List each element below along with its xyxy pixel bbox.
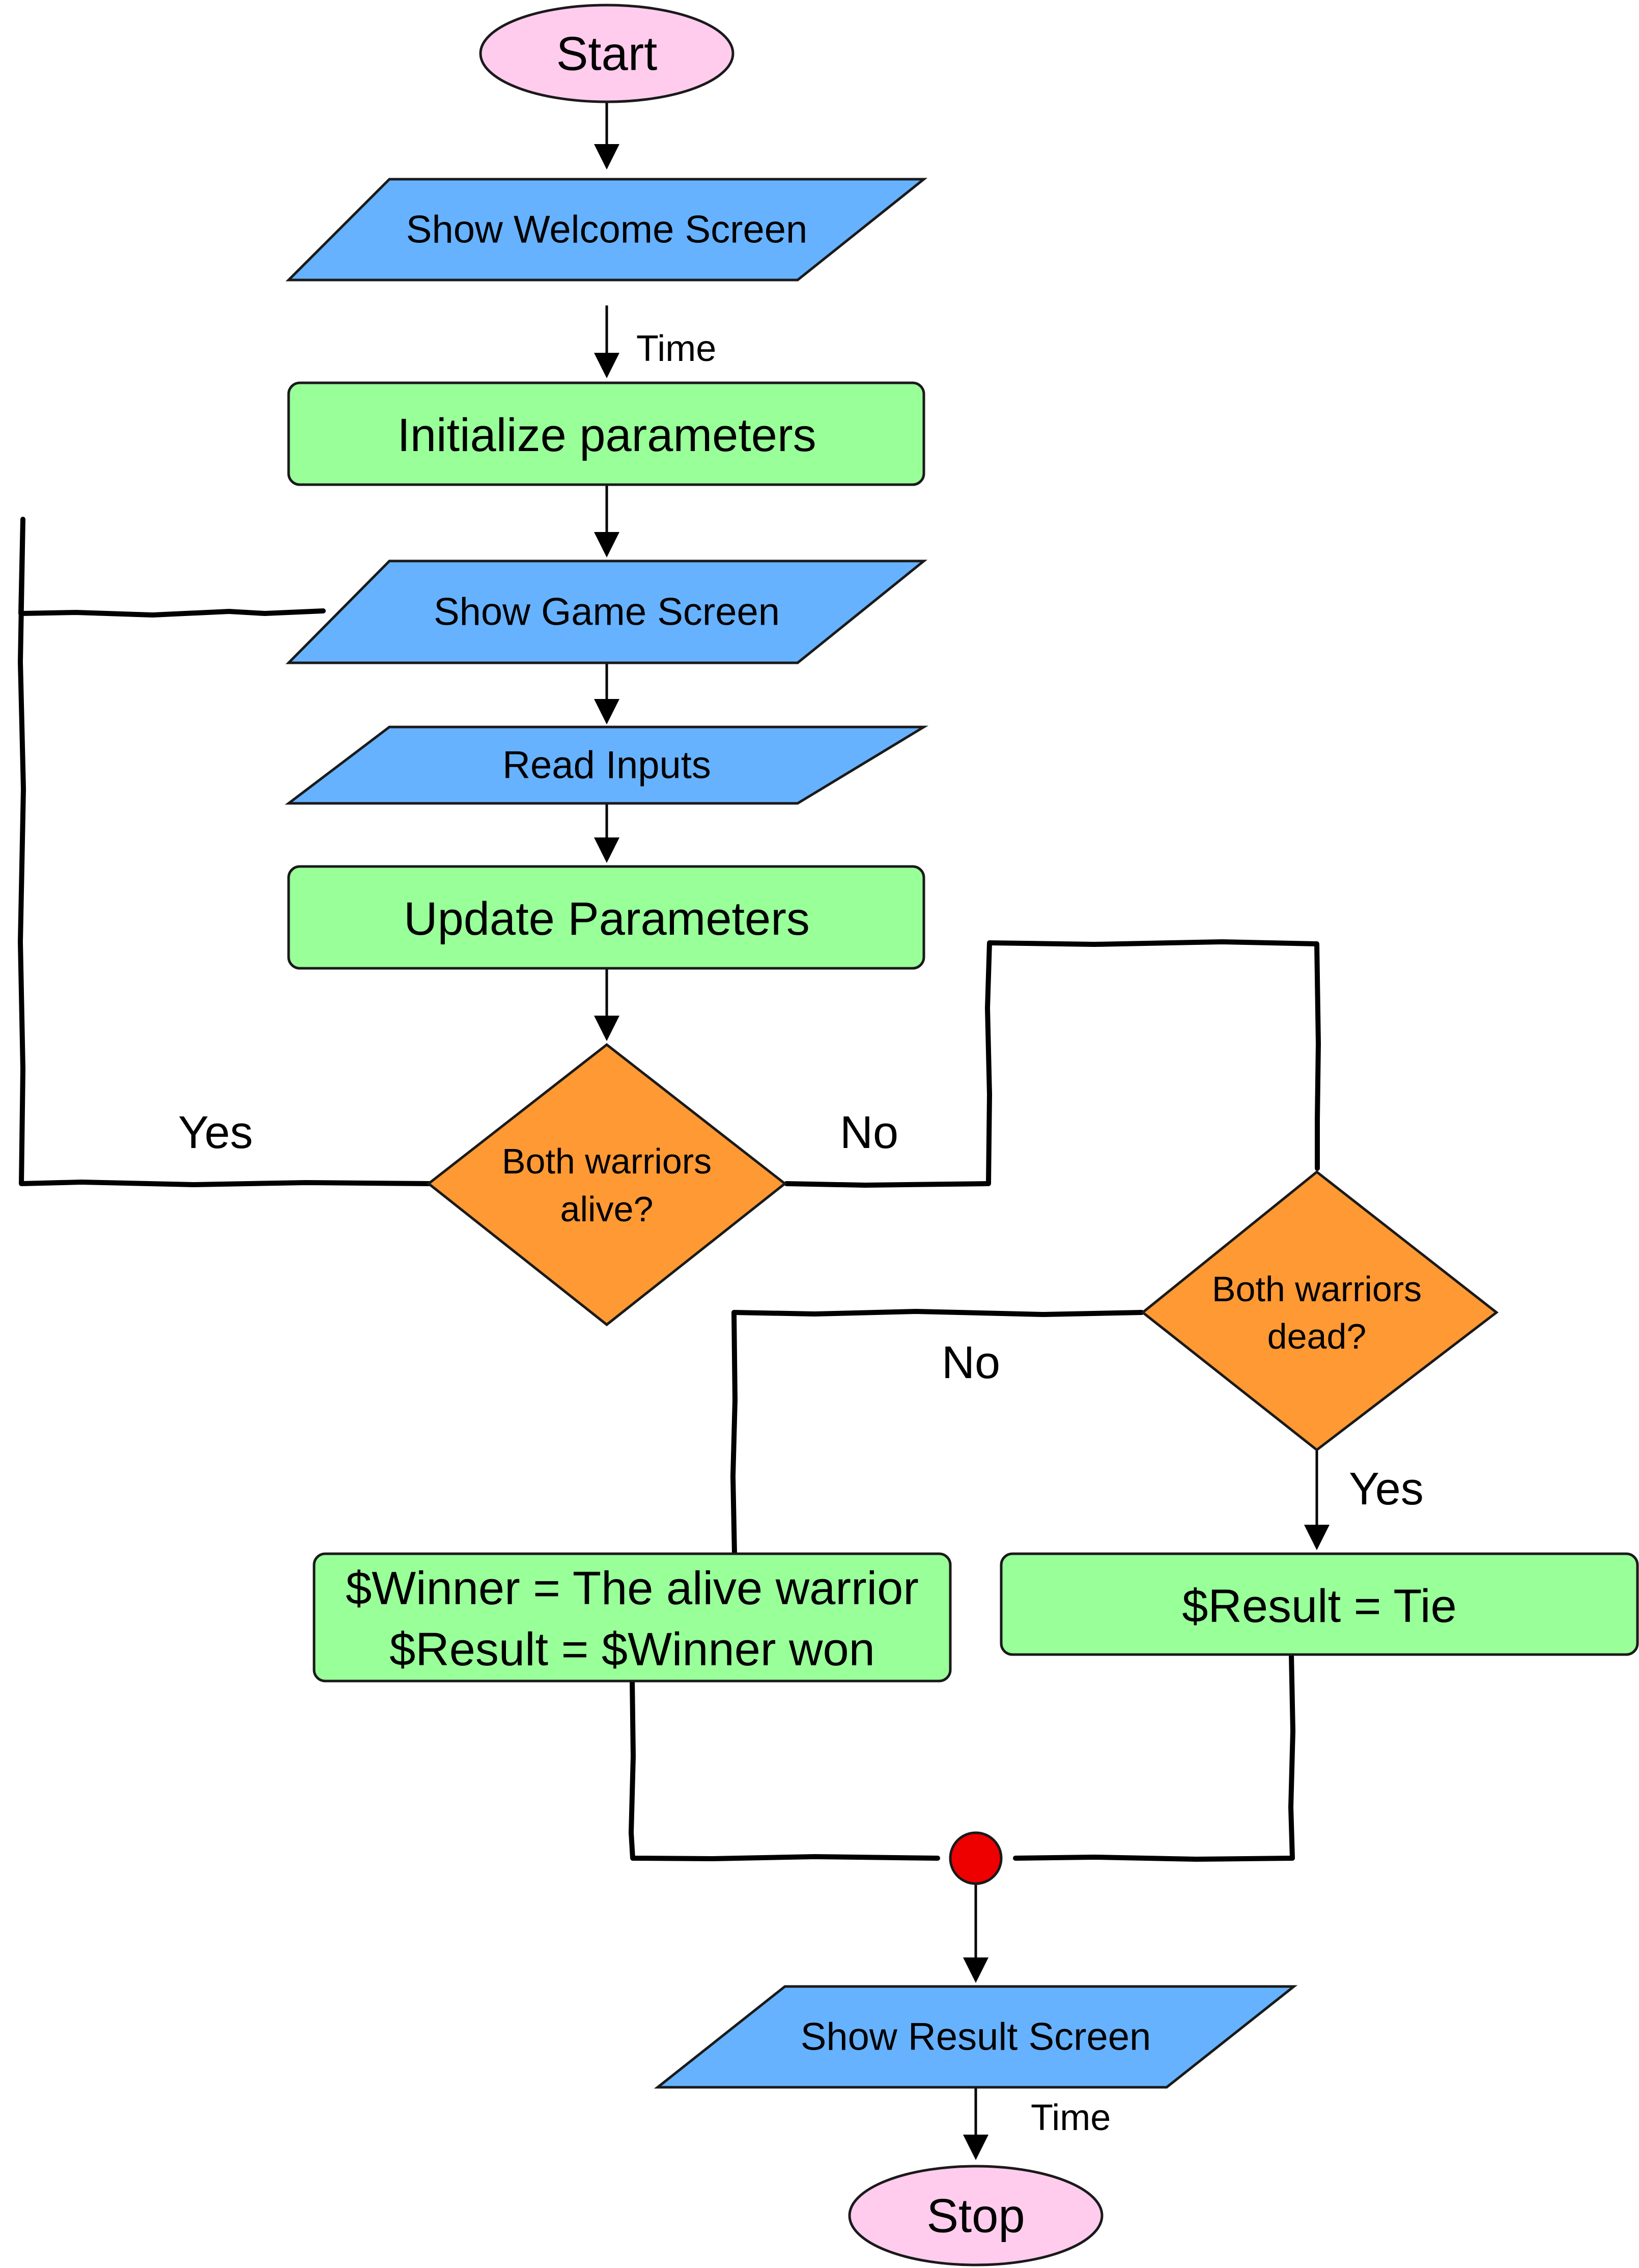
init-process: Initialize parameters — [287, 381, 925, 486]
time-top-label: Time — [636, 328, 716, 369]
game-label: Show Game Screen — [434, 591, 780, 634]
read-label: Read Inputs — [502, 744, 711, 787]
edge-tie-junction — [1013, 1652, 1295, 1862]
tie-label: $Result = Tie — [1182, 1580, 1457, 1632]
dead-decision: Both warriors dead? — [1140, 1170, 1499, 1452]
merge-junction — [949, 1831, 1003, 1885]
start-label: Start — [556, 27, 658, 80]
dead-label-line2: dead? — [1267, 1317, 1367, 1356]
game-io: Show Game Screen — [286, 559, 928, 664]
time-bottom-label: Time — [1031, 2097, 1111, 2138]
winner-label-line1: $Winner = The alive warrior — [346, 1562, 919, 1614]
stop-label: Stop — [926, 2189, 1025, 2243]
dead-yes-label: Yes — [1349, 1464, 1424, 1515]
tie-process: $Result = Tie — [1000, 1552, 1639, 1656]
alive-no-label: No — [840, 1107, 898, 1158]
welcome-label: Show Welcome Screen — [406, 208, 808, 251]
init-label: Initialize parameters — [397, 409, 816, 461]
result-label: Show Result Screen — [801, 2015, 1151, 2059]
alive-label-line2: alive? — [560, 1189, 654, 1229]
edge-dead-no — [730, 1309, 1144, 1556]
alive-label-line1: Both warriors — [502, 1141, 712, 1181]
update-label: Update Parameters — [404, 893, 810, 945]
update-process: Update Parameters — [287, 865, 925, 970]
edge-alive-yes-loop — [18, 517, 433, 1187]
winner-label-line2: $Result = $Winner won — [389, 1623, 875, 1675]
edge-alive-no — [784, 939, 1321, 1188]
start-terminal: Start — [479, 4, 734, 103]
dead-no-label: No — [942, 1337, 1000, 1388]
edge-winner-junction — [629, 1676, 940, 1861]
winner-process: $Winner = The alive warrior $Result = $W… — [313, 1552, 952, 1683]
stop-terminal: Stop — [848, 2165, 1104, 2266]
dead-label-line1: Both warriors — [1212, 1269, 1422, 1309]
welcome-io: Show Welcome Screen — [285, 178, 928, 282]
alive-yes-label: Yes — [178, 1107, 253, 1158]
result-io: Show Result Screen — [654, 1985, 1298, 2089]
alive-decision: Both warriors alive? — [426, 1043, 787, 1327]
read-io: Read Inputs — [285, 725, 928, 805]
